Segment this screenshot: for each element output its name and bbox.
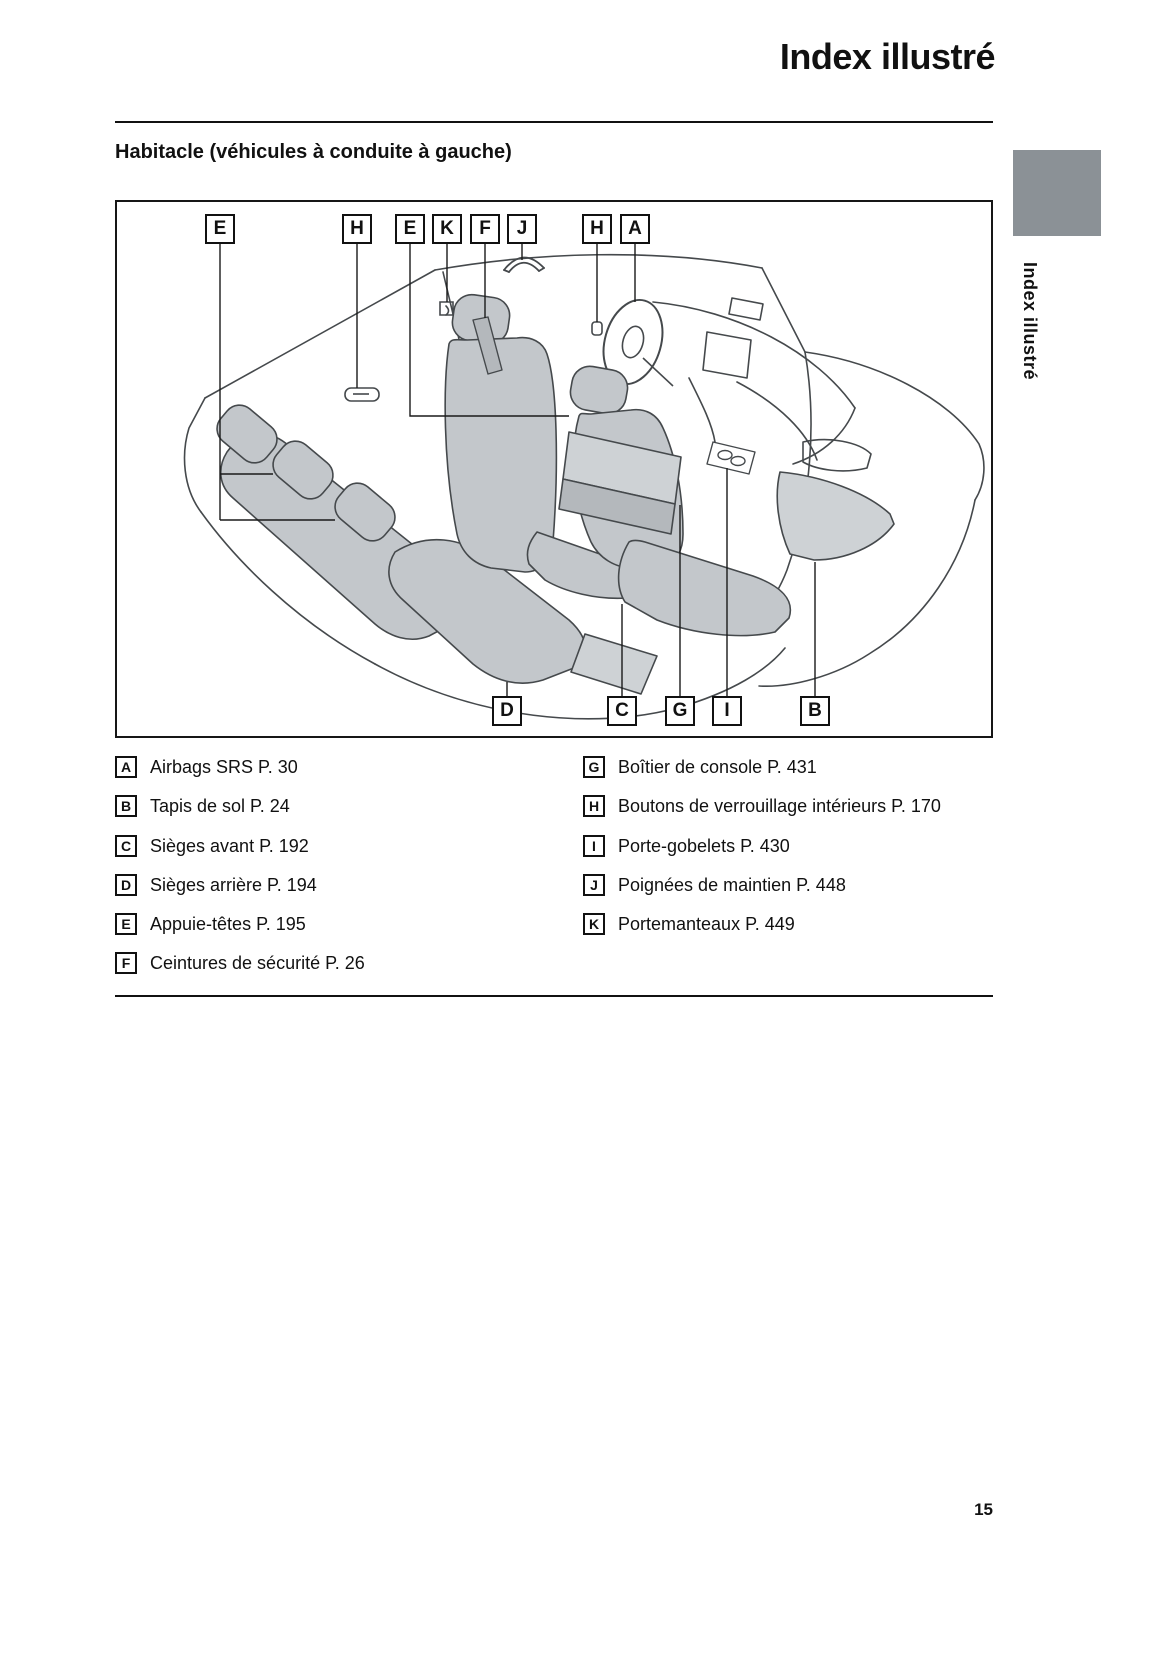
legend-text-k: Portemanteaux P. 449 [618, 914, 795, 935]
callout-top-h1: H [342, 214, 372, 244]
legend-key-e: E [115, 913, 137, 936]
legend-item-i: I Porte-gobelets P. 430 [583, 834, 995, 858]
chapter-tab [1013, 150, 1101, 236]
rear-seat [216, 404, 587, 684]
legend-key-k: K [583, 913, 605, 936]
grab-handle [503, 256, 545, 273]
cup-holders [706, 441, 756, 475]
floor-mats [570, 471, 895, 695]
legend-key-d: D [115, 873, 137, 896]
legend-text-a: Airbags SRS P. 30 [150, 757, 298, 777]
side-tab-label: Index illustré [1020, 262, 1040, 381]
seat-belt [472, 316, 503, 375]
legend-key-a: A [115, 756, 137, 778]
callout-top-j: J [507, 214, 537, 244]
leader-lines [219, 244, 816, 698]
legend-item-k: K Portemanteaux P. 449 [583, 912, 995, 936]
legend-text-g: Boîtier de console P. 431 [618, 757, 817, 777]
legend-rule [115, 995, 993, 997]
callout-top-a: A [620, 214, 650, 244]
center-console [558, 431, 682, 535]
legend: A Airbags SRS P. 30 B Tapis de sol P. 24… [115, 755, 995, 991]
legend-item-c: C Sièges avant P. 192 [115, 834, 583, 858]
legend-text-e: Appuie-têtes P. 195 [150, 914, 306, 935]
rear-door-handle [344, 387, 380, 402]
interior-figure: E H E K F J H A D C G I B [115, 200, 993, 738]
legend-text-i: Porte-gobelets P. 430 [618, 835, 790, 856]
legend-key-j: J [583, 873, 605, 896]
title-rule [115, 121, 993, 123]
callout-bottom-d: D [492, 696, 522, 726]
legend-text-h: Boutons de verrouillage intérieurs P. 17… [618, 796, 941, 817]
callout-bottom-i: I [712, 696, 742, 726]
legend-item-f: F Ceintures de sécurité P. 26 [115, 951, 583, 975]
section-heading: Habitacle (véhicules à conduite à gauche… [115, 141, 512, 163]
legend-key-h: H [583, 795, 605, 818]
legend-text-c: Sièges avant P. 192 [150, 835, 309, 856]
legend-key-b: B [115, 795, 137, 818]
legend-item-h: H Boutons de verrouillage intérieurs P. … [583, 794, 995, 818]
page-number: 15 [974, 1500, 993, 1519]
callout-top-k: K [432, 214, 462, 244]
callout-top-f: F [470, 214, 500, 244]
legend-text-b: Tapis de sol P. 24 [150, 796, 290, 817]
coat-hook [439, 301, 454, 316]
dashboard [652, 297, 856, 465]
legend-item-e: E Appuie-têtes P. 195 [115, 912, 583, 936]
legend-key-i: I [583, 834, 605, 857]
callout-top-h2: H [582, 214, 612, 244]
legend-key-f: F [115, 952, 137, 975]
legend-item-g: G Boîtier de console P. 431 [583, 755, 995, 779]
callout-bottom-b: B [800, 696, 830, 726]
legend-key-c: C [115, 834, 137, 857]
legend-column-right: G Boîtier de console P. 431 H Boutons de… [583, 755, 995, 991]
door-lock-button [591, 321, 603, 336]
legend-text-f: Ceintures de sécurité P. 26 [150, 953, 365, 974]
legend-text-j: Poignées de maintien P. 448 [618, 874, 846, 895]
callout-bottom-g: G [665, 696, 695, 726]
legend-item-j: J Poignées de maintien P. 448 [583, 873, 995, 897]
callout-top-e1: E [205, 214, 235, 244]
legend-column-left: A Airbags SRS P. 30 B Tapis de sol P. 24… [115, 755, 583, 991]
page-title: Index illustré [779, 36, 996, 77]
legend-key-g: G [583, 756, 605, 778]
legend-item-b: B Tapis de sol P. 24 [115, 794, 583, 818]
legend-text-d: Sièges arrière P. 194 [150, 874, 317, 895]
callout-top-e2: E [395, 214, 425, 244]
callout-bottom-c: C [607, 696, 637, 726]
interior-illustration [183, 244, 985, 720]
legend-item-a: A Airbags SRS P. 30 [115, 755, 583, 779]
legend-item-d: D Sièges arrière P. 194 [115, 873, 583, 897]
